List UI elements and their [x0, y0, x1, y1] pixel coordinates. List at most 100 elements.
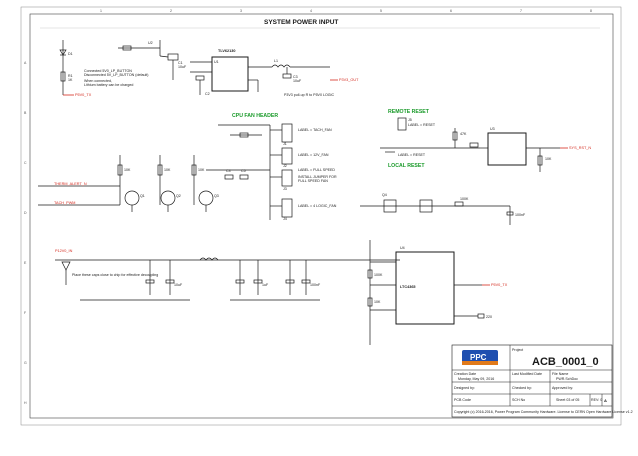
fan-label-2: LABEL = 12V_FAN [298, 153, 329, 157]
grid-col-labels: 1 2 3 4 5 6 7 8 [100, 9, 592, 13]
cap-value-a: 10uF [174, 283, 183, 287]
net-p5v-out: P5V0_TX [491, 283, 508, 287]
grid-col-label: 7 [520, 9, 522, 13]
creation-date-label: Creation Date [454, 372, 476, 376]
c1-label: C1 [178, 61, 183, 65]
designed-by-label: Designed by: [454, 386, 475, 390]
c5-label: C5 [241, 169, 246, 173]
grid-col-label: 5 [380, 9, 382, 13]
approved-by-label: Approved by: [552, 386, 573, 390]
c2-label: C2 [205, 92, 210, 96]
u3-label: U3 [490, 127, 495, 131]
section-remote-reset: REMOTE RESET [388, 109, 430, 115]
pwr-note-2: Disconnected 5V_LP_BUTTON (default) [84, 73, 148, 77]
q4-label: Q4 [382, 193, 387, 197]
u4-name: LTC4365 [400, 285, 416, 289]
cap-value-c: 100nF [310, 283, 321, 287]
j2-label: J2 [283, 164, 287, 168]
r-pullup-value-1: 10K [124, 168, 131, 172]
file-name: PWR.SchDoc [556, 377, 578, 381]
fan-label-3: LABEL = FULL SPEED [298, 168, 335, 172]
r-u4-value-3: 220 [486, 315, 492, 319]
u4-label: U4 [400, 246, 405, 250]
grid-col-label: 1 [100, 9, 102, 13]
project-name: ACB_0001_0 [532, 356, 599, 368]
u1-name: TLV62130 [218, 49, 235, 53]
title-block: PPC Project ACB_0001_0 Creation Date Mon… [451, 344, 633, 418]
brand-logo-text: PPC [470, 353, 487, 362]
c3-value: 10uF [293, 79, 302, 83]
regulator-u1: TLV62130 U1 C2 [190, 49, 272, 96]
q2-label: Q2 [176, 194, 181, 198]
rev-label: REV: 0 [591, 398, 602, 402]
q1-label: Q1 [140, 194, 145, 198]
j3-label: J3 [283, 187, 287, 191]
grid-row-label: H [24, 401, 27, 405]
pwr-note-1: Connected 5V0_LP_BUTTON [84, 69, 132, 73]
grid-row-label: C [24, 161, 27, 165]
sch-no-label: SCH No [512, 398, 525, 402]
fan-label-1: LABEL = TACH_FAN [298, 128, 332, 132]
sheet-border-outer [20, 6, 622, 426]
grid-row-label: F [24, 311, 26, 315]
q3-label: Q3 [214, 194, 219, 198]
input-stage: P12V0_IN Place these caps close to chip … [55, 249, 400, 301]
reset-label-1: LABEL = RESET [408, 123, 436, 127]
fan-label-6: LABEL = 4 LOGIC_FAN [298, 204, 337, 208]
grid-row-label: G [24, 361, 27, 365]
power-entry: U2 C1 10uF Connected 5V0_LP_BUTTON Disco… [84, 40, 187, 87]
copyright: Copyright (c) 2016-2016, Power Program C… [454, 410, 633, 414]
u1-label: U1 [214, 60, 219, 64]
grid-col-label: 2 [170, 9, 172, 13]
section-cpu-fan: CPU FAN HEADER [232, 113, 278, 119]
last-modified-label: Last Modified Date [512, 372, 542, 376]
net-therm-label: THERM_ALERT_N [54, 182, 87, 186]
sheet-title: SYSTEM POWER INPUT [264, 19, 338, 26]
r-reset-value: 47K [460, 132, 467, 136]
d1-label: D1 [68, 52, 73, 56]
r-reset-pull-value: 10K [545, 157, 552, 161]
rev-value: A [604, 398, 607, 403]
sheet-label: Sheet 03 of 05 [556, 398, 579, 402]
grid-row-label: D [24, 211, 27, 215]
output-filter: L1 C3 10uF P3V3_OUT P3V3 pull-up R to P5… [271, 59, 359, 97]
grid-row-label: E [24, 261, 27, 265]
grid-row-label: B [24, 111, 27, 115]
r-pullup-value-2: 10K [164, 168, 171, 172]
pcb-code-label: PCB Code [454, 398, 471, 402]
cap-note: Place these caps close to chip for effec… [72, 273, 158, 277]
protection-fets: Q4 100nF 100K [360, 193, 526, 225]
fan-label-5: FULL SPEED FAN [298, 179, 328, 183]
net-sys-reset: SYS_RST_N [569, 146, 591, 150]
fan-label-4: INSTALL JUMPER FOR [298, 175, 337, 179]
file-name-label: File Name [552, 372, 568, 376]
net-p3v3-out: P3V3_OUT [339, 78, 359, 82]
reset-circuit: J5 LABEL = RESET LABEL = RESET 47K U3 SY… [380, 117, 591, 172]
cap-value-b: 1uF [262, 283, 269, 287]
grid-col-label: 4 [310, 9, 312, 13]
j4-label: J4 [283, 217, 287, 221]
r-u4-value-2: 10K [374, 300, 381, 304]
controller-u4: LTC4365 U4 100K 10K P5V0_TX 220 [367, 240, 508, 345]
grid-col-label: 8 [590, 9, 592, 13]
r-u4-value-1: 100K [374, 273, 383, 277]
r-fet-value: 100K [460, 197, 469, 201]
u2-label: U2 [148, 41, 153, 45]
section-local-reset: LOCAL RESET [388, 163, 425, 169]
c1-value: 10uF [178, 65, 187, 69]
j5-label: J5 [408, 118, 412, 122]
fan-header: J1 J2 J3 J4 LABEL = TACH_FAN LABEL = 12V… [218, 123, 337, 221]
grid-row-label: A [24, 61, 27, 65]
net-p12v-in: P12V0_IN [55, 249, 73, 253]
r-pullup-value-3: 10K [198, 168, 205, 172]
creation-date: Monday, May 09, 2016 [458, 377, 494, 381]
net-5v-label: P5V0_TX [75, 93, 92, 97]
pwr-note-4: Lithium battery can be charged [84, 83, 133, 87]
sheet-border-inner [29, 13, 614, 419]
c6-value: 100nF [515, 213, 526, 217]
project-label: Project [512, 348, 523, 352]
c4-label: C4 [226, 169, 231, 173]
led-indicator: D1 R1 1K P5V0_TX [59, 40, 92, 97]
